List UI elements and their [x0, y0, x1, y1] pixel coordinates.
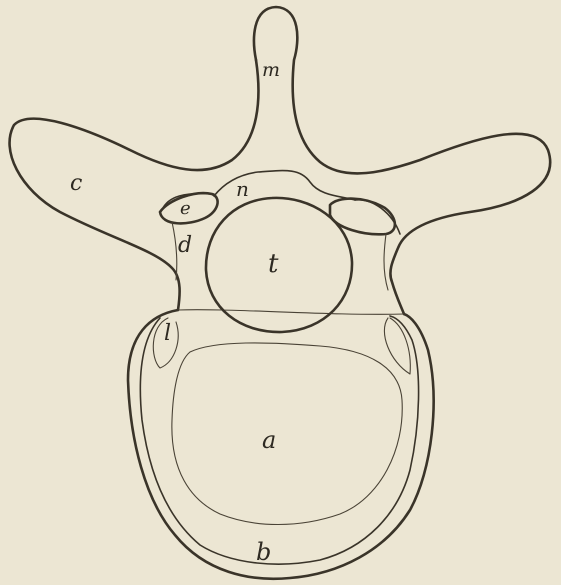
label-l: l [164, 321, 171, 346]
body-central-area [172, 343, 402, 525]
label-e: e [180, 198, 191, 219]
right-inner-edge [384, 234, 388, 290]
vertebral-body-outer-rim [128, 310, 434, 579]
label-n: n [236, 177, 249, 201]
left-transverse-outline [10, 60, 259, 310]
label-a: a [262, 426, 276, 454]
label-d: d [178, 233, 192, 258]
right-facet [384, 318, 410, 374]
label-b: b [256, 538, 271, 566]
arch-body-junction [178, 310, 404, 315]
label-t: t [268, 249, 279, 279]
label-m: m [262, 59, 280, 81]
label-c: c [70, 171, 82, 196]
vertebral-arch-outline [254, 7, 550, 314]
vertebral-body-inner-rim [140, 316, 418, 564]
